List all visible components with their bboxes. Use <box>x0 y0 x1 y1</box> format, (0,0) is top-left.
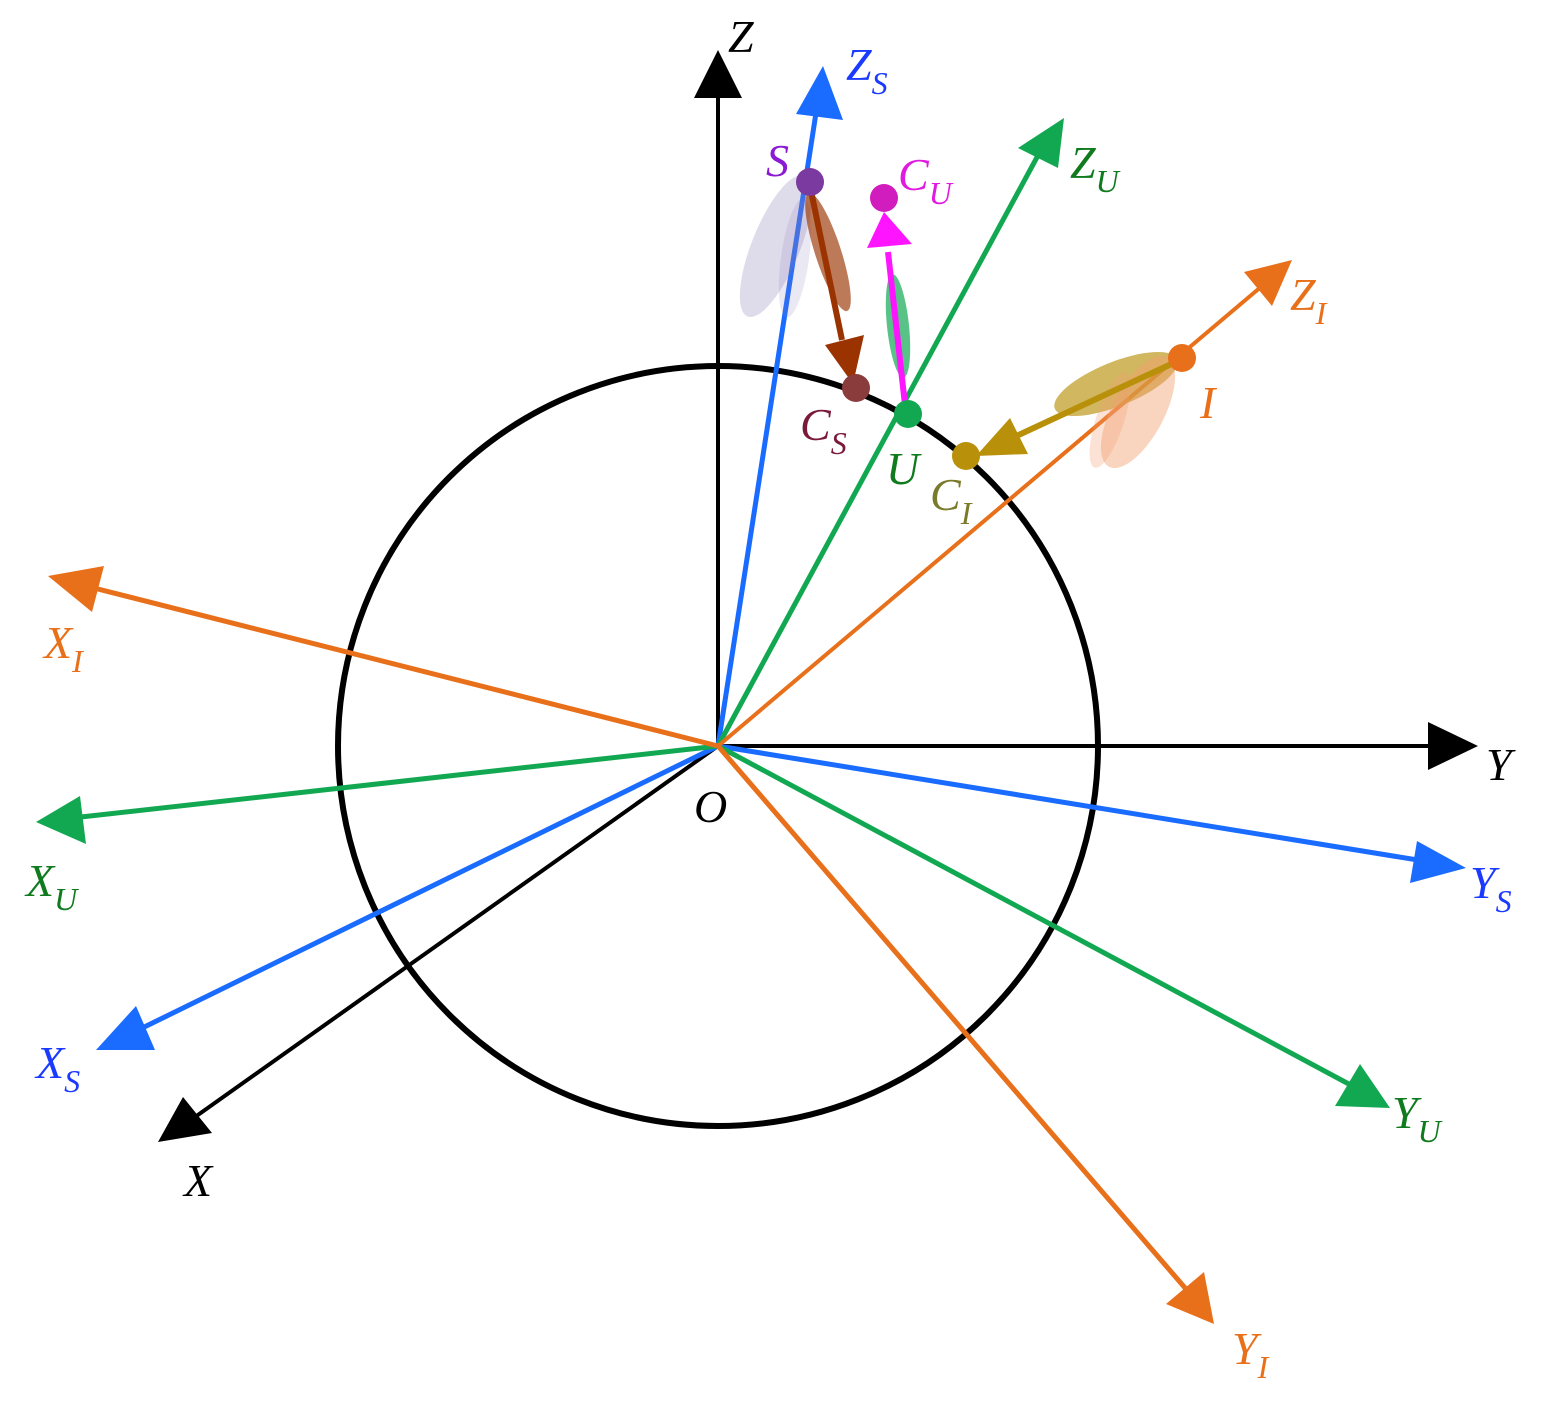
world-y-arrowhead <box>1428 722 1478 770</box>
world-y-label: Y <box>1486 739 1516 790</box>
world-z-arrowhead <box>694 50 742 98</box>
uav-z-axis <box>715 146 1045 748</box>
sat-x-axis <box>128 743 720 1037</box>
sat-z-label: ZS <box>846 39 888 101</box>
uav-y-axis <box>716 743 1362 1093</box>
sat-pointing-arrow <box>807 185 864 384</box>
label-S: S <box>766 135 789 186</box>
sat-frame <box>96 66 1466 1050</box>
label-CI: CI <box>930 469 973 531</box>
iot-x-arrowhead <box>48 566 104 612</box>
point-CU <box>870 184 898 212</box>
iot-beam-lobe-peach-2 <box>1089 372 1131 468</box>
world-frame <box>158 50 1478 1142</box>
world-x-label: X <box>182 1155 214 1206</box>
sat-x-label: XS <box>34 1037 80 1099</box>
uav-frame <box>36 118 1390 1108</box>
iot-z-arrowhead <box>1244 260 1292 306</box>
iot-x-axis <box>85 583 719 749</box>
sat-y-arrowhead <box>1410 841 1466 883</box>
iot-x-label: XI <box>42 617 84 679</box>
sat-z-axis <box>715 99 821 747</box>
uav-y-label: YU <box>1392 1087 1443 1149</box>
point-I <box>1168 344 1196 372</box>
iot-pointing-arrow <box>976 357 1182 456</box>
sat-y-axis <box>717 743 1431 865</box>
origin-label: O <box>694 781 727 832</box>
iot-y-axis <box>716 744 1194 1298</box>
sat-beam-lobe-gray <box>739 174 813 318</box>
uav-pointing-arrow <box>867 212 912 415</box>
uav-x-axis <box>71 743 719 821</box>
iot-beam-lobes <box>1054 351 1178 469</box>
point-S <box>796 168 824 196</box>
uav-y-arrowhead <box>1335 1064 1390 1108</box>
label-CS: CS <box>800 399 847 461</box>
iot-y-arrowhead <box>1166 1272 1214 1324</box>
uav-x-arrowhead <box>36 796 86 844</box>
uav-z-arrowhead <box>1018 118 1064 168</box>
iot-z-label: ZI <box>1290 269 1328 331</box>
point-U <box>894 400 922 428</box>
uav-x-label: XU <box>24 855 79 917</box>
sat-x-arrowhead <box>96 1006 155 1050</box>
label-U: U <box>886 443 922 494</box>
world-x-axis <box>186 744 720 1124</box>
world-z-label: Z <box>728 11 754 62</box>
label-CU: CU <box>898 149 954 211</box>
point-CI <box>952 442 980 470</box>
point-CS <box>842 374 870 402</box>
sat-beam-lobes <box>739 174 851 318</box>
sat-y-label: YS <box>1470 857 1512 919</box>
label-I: I <box>1199 377 1218 428</box>
uav-z-label: ZU <box>1070 137 1121 199</box>
sat-beam-lobe-gray-2 <box>778 198 812 318</box>
sat-z-arrowhead <box>796 66 843 120</box>
iot-y-label: YI <box>1232 1323 1270 1385</box>
iot-beam-lobe-gold <box>1054 351 1178 417</box>
world-x-arrowhead <box>158 1097 212 1142</box>
iot-beam-lobe-peach <box>1100 355 1176 469</box>
